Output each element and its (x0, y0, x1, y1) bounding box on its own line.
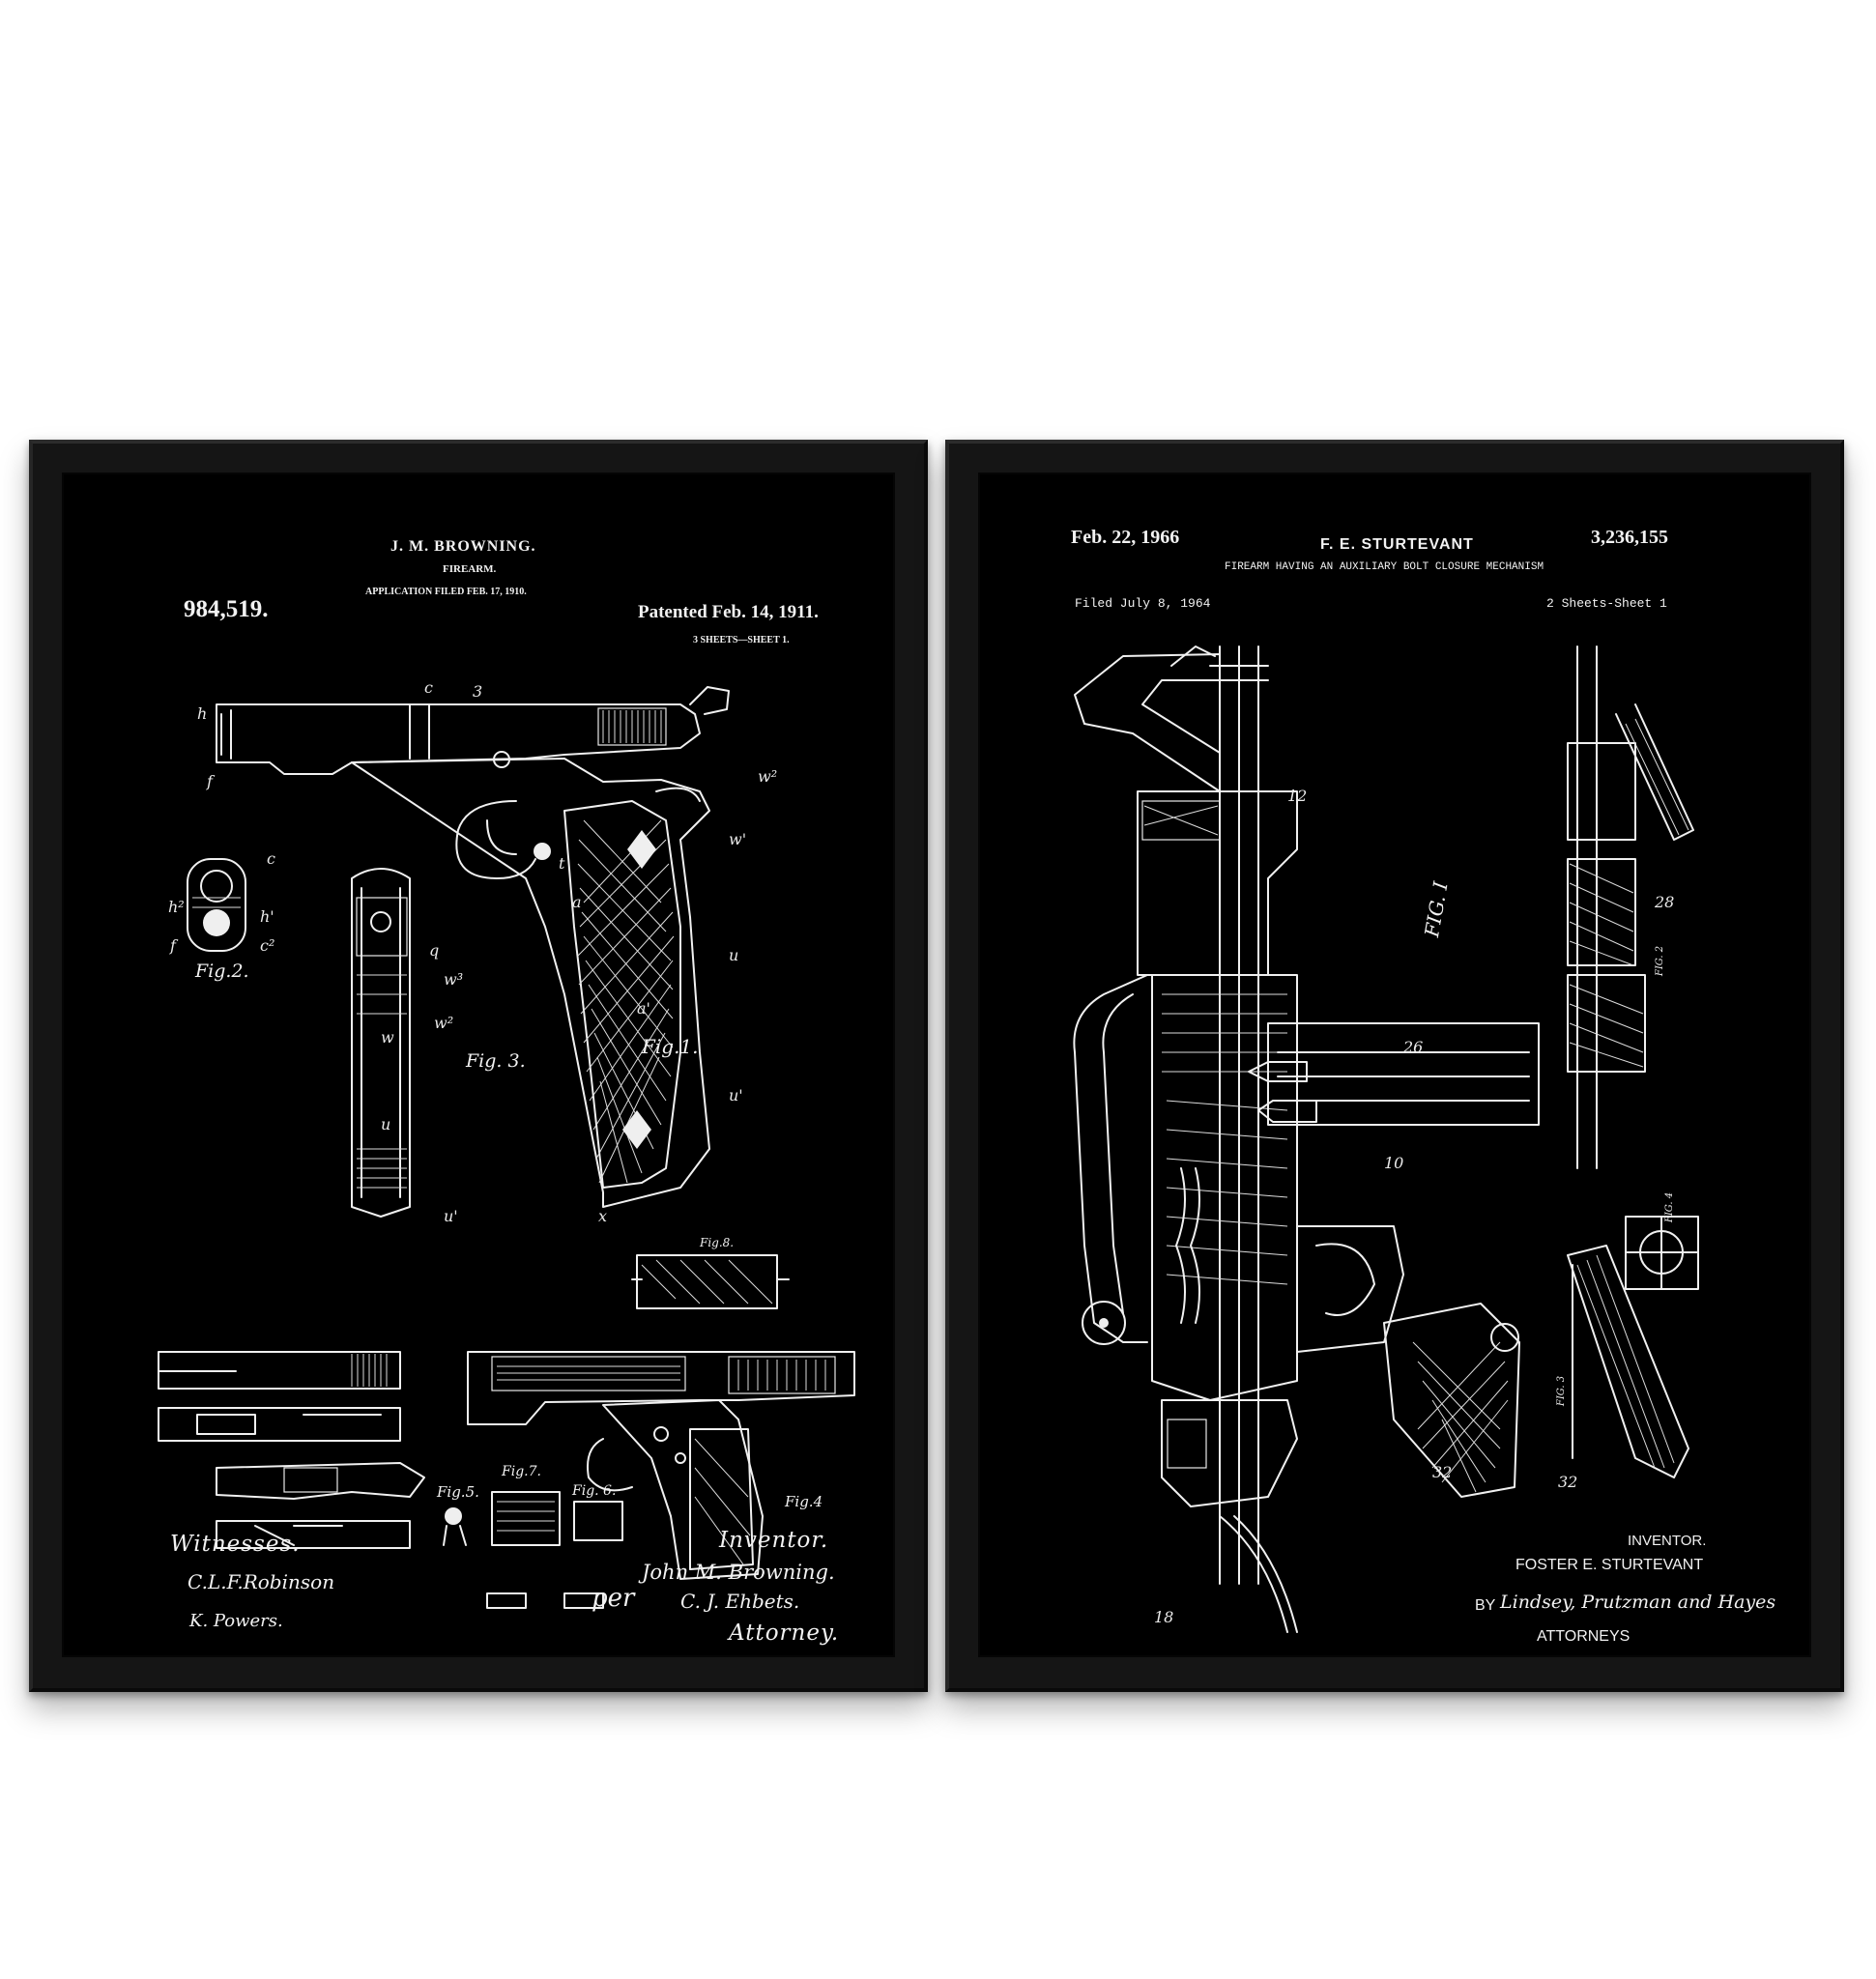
attorneys-signature: Lindsey, Prutzman and Hayes (1500, 1592, 1775, 1613)
fig2-bolt: 28 (1568, 646, 1693, 1168)
attorney-label: Attorney. (729, 1620, 839, 1646)
witness-signature-1: C.L.F.Robinson (188, 1570, 334, 1593)
svg-text:c: c (267, 849, 275, 868)
sturtevant-patent-poster: Feb. 22, 1966 F. E. STURTEVANT 3,236,155… (978, 473, 1811, 1657)
fig3-magazine: w u q w³ w² u' (352, 869, 463, 1225)
fig7-label: Fig.7. (502, 1464, 541, 1479)
fig2-label: Fig.2. (195, 961, 249, 982)
right-poster-frame: Feb. 22, 1966 F. E. STURTEVANT 3,236,155… (945, 440, 1844, 1692)
svg-text:h: h (197, 704, 207, 723)
fig3-fig4-detail: 32 (1558, 1217, 1698, 1491)
attorney-signature: C. J. Ehbets. (680, 1590, 799, 1613)
fig3-label: Fig. 3. (466, 1050, 526, 1072)
fig4-label: FIG. 4 (1664, 1192, 1675, 1222)
svg-text:28: 28 (1654, 893, 1674, 911)
svg-text:18: 18 (1154, 1608, 1173, 1626)
svg-text:f: f (206, 772, 216, 790)
svg-text:a: a (572, 893, 582, 911)
svg-text:10: 10 (1384, 1154, 1403, 1172)
svg-text:32: 32 (1432, 1463, 1452, 1481)
witnesses-label: Witnesses. (170, 1532, 301, 1557)
fig2-label: FIG. 2 (1655, 946, 1665, 976)
slide-details (159, 1352, 424, 1548)
fig5-label: Fig.5. (437, 1483, 479, 1501)
rifle-drawing: 12 10 26 32 18 28 (978, 473, 1811, 1657)
fig8-detail (632, 1255, 789, 1308)
svg-text:t: t (559, 854, 565, 873)
svg-text:f: f (169, 936, 179, 955)
svg-text:a': a' (637, 999, 650, 1018)
fig2-muzzle: c h² h' f c² (168, 849, 275, 955)
svg-text:w²: w² (758, 767, 777, 786)
svg-text:q: q (429, 941, 439, 960)
per-label: per (592, 1584, 634, 1613)
fig4-label: Fig.4 (785, 1493, 823, 1510)
inventor-name: FOSTER E. STURTEVANT (1515, 1557, 1703, 1574)
svg-text:12: 12 (1287, 787, 1307, 805)
fig1-pistol: h f c 3 w² w' u u' t a a' x (197, 678, 777, 1225)
fig8-label: Fig.8. (700, 1236, 734, 1249)
svg-text:h': h' (260, 907, 274, 926)
svg-text:u': u' (729, 1086, 743, 1104)
svg-text:3: 3 (473, 682, 482, 701)
svg-text:u: u (729, 946, 738, 964)
svg-text:c: c (424, 678, 433, 697)
witness-signature-2: K. Powers. (189, 1611, 283, 1631)
svg-text:32: 32 (1558, 1473, 1577, 1491)
fig1-label: Fig.1. (642, 1035, 699, 1058)
svg-text:x: x (598, 1207, 607, 1225)
fig1-rifle: 12 10 26 32 18 (1074, 646, 1539, 1632)
inventor-label: Inventor. (719, 1528, 828, 1553)
svg-text:c²: c² (260, 936, 274, 955)
svg-text:u': u' (444, 1207, 458, 1225)
attorneys-label: ATTORNEYS (1537, 1628, 1630, 1646)
inventor-signature: John M. Browning. (642, 1561, 835, 1584)
svg-text:26: 26 (1402, 1038, 1423, 1056)
by-label: BY (1475, 1597, 1495, 1615)
svg-text:w: w (381, 1028, 394, 1047)
svg-text:u: u (381, 1115, 390, 1133)
fig3-label: FIG. 3 (1556, 1376, 1567, 1406)
svg-text:w³: w³ (444, 970, 463, 989)
svg-text:w': w' (729, 830, 746, 848)
svg-text:h²: h² (168, 898, 185, 916)
browning-patent-poster: J. M. BROWNING. FIREARM. APPLICATION FIL… (62, 473, 895, 1657)
left-poster-frame: J. M. BROWNING. FIREARM. APPLICATION FIL… (29, 440, 928, 1692)
inventor-label: INVENTOR. (1628, 1533, 1706, 1549)
fig6-label: Fig. 6. (572, 1483, 616, 1499)
svg-text:w²: w² (434, 1014, 453, 1032)
